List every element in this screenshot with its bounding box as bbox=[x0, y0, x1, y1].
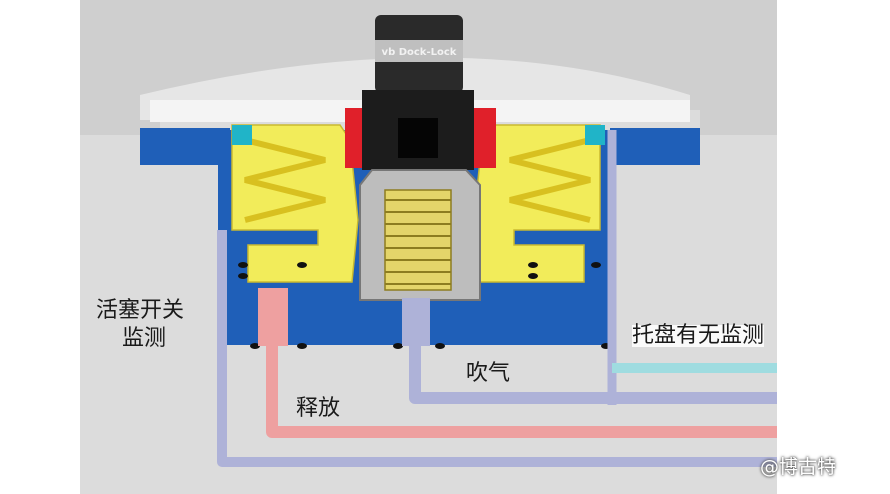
brand-band bbox=[375, 40, 463, 62]
piston-switch-monitor-line bbox=[217, 230, 777, 467]
air-blow-port bbox=[402, 298, 430, 346]
right-spring bbox=[509, 137, 591, 223]
threaded-bolt bbox=[384, 189, 452, 291]
left-piston bbox=[231, 124, 359, 283]
right-teal-seal bbox=[585, 125, 605, 145]
right-margin bbox=[777, 0, 890, 494]
watermark: @博古特 bbox=[760, 456, 837, 478]
left-spring bbox=[244, 137, 326, 223]
label-tray-presence-monitor: 托盘有无监测 bbox=[632, 323, 765, 348]
label-air-blow: 吹气 bbox=[466, 361, 511, 386]
brand-text: vb Dock-Lock bbox=[382, 47, 457, 58]
o-rings bbox=[238, 262, 611, 349]
release-port bbox=[258, 288, 288, 346]
left-margin bbox=[0, 0, 80, 494]
label-piston-switch-monitor-2: 监测 bbox=[122, 326, 167, 351]
pin-core bbox=[398, 118, 438, 158]
label-piston-switch-monitor-1: 活塞开关 bbox=[96, 298, 185, 323]
right-red-seal bbox=[470, 108, 496, 168]
left-teal-seal bbox=[232, 125, 252, 145]
label-release: 释放 bbox=[296, 396, 341, 421]
